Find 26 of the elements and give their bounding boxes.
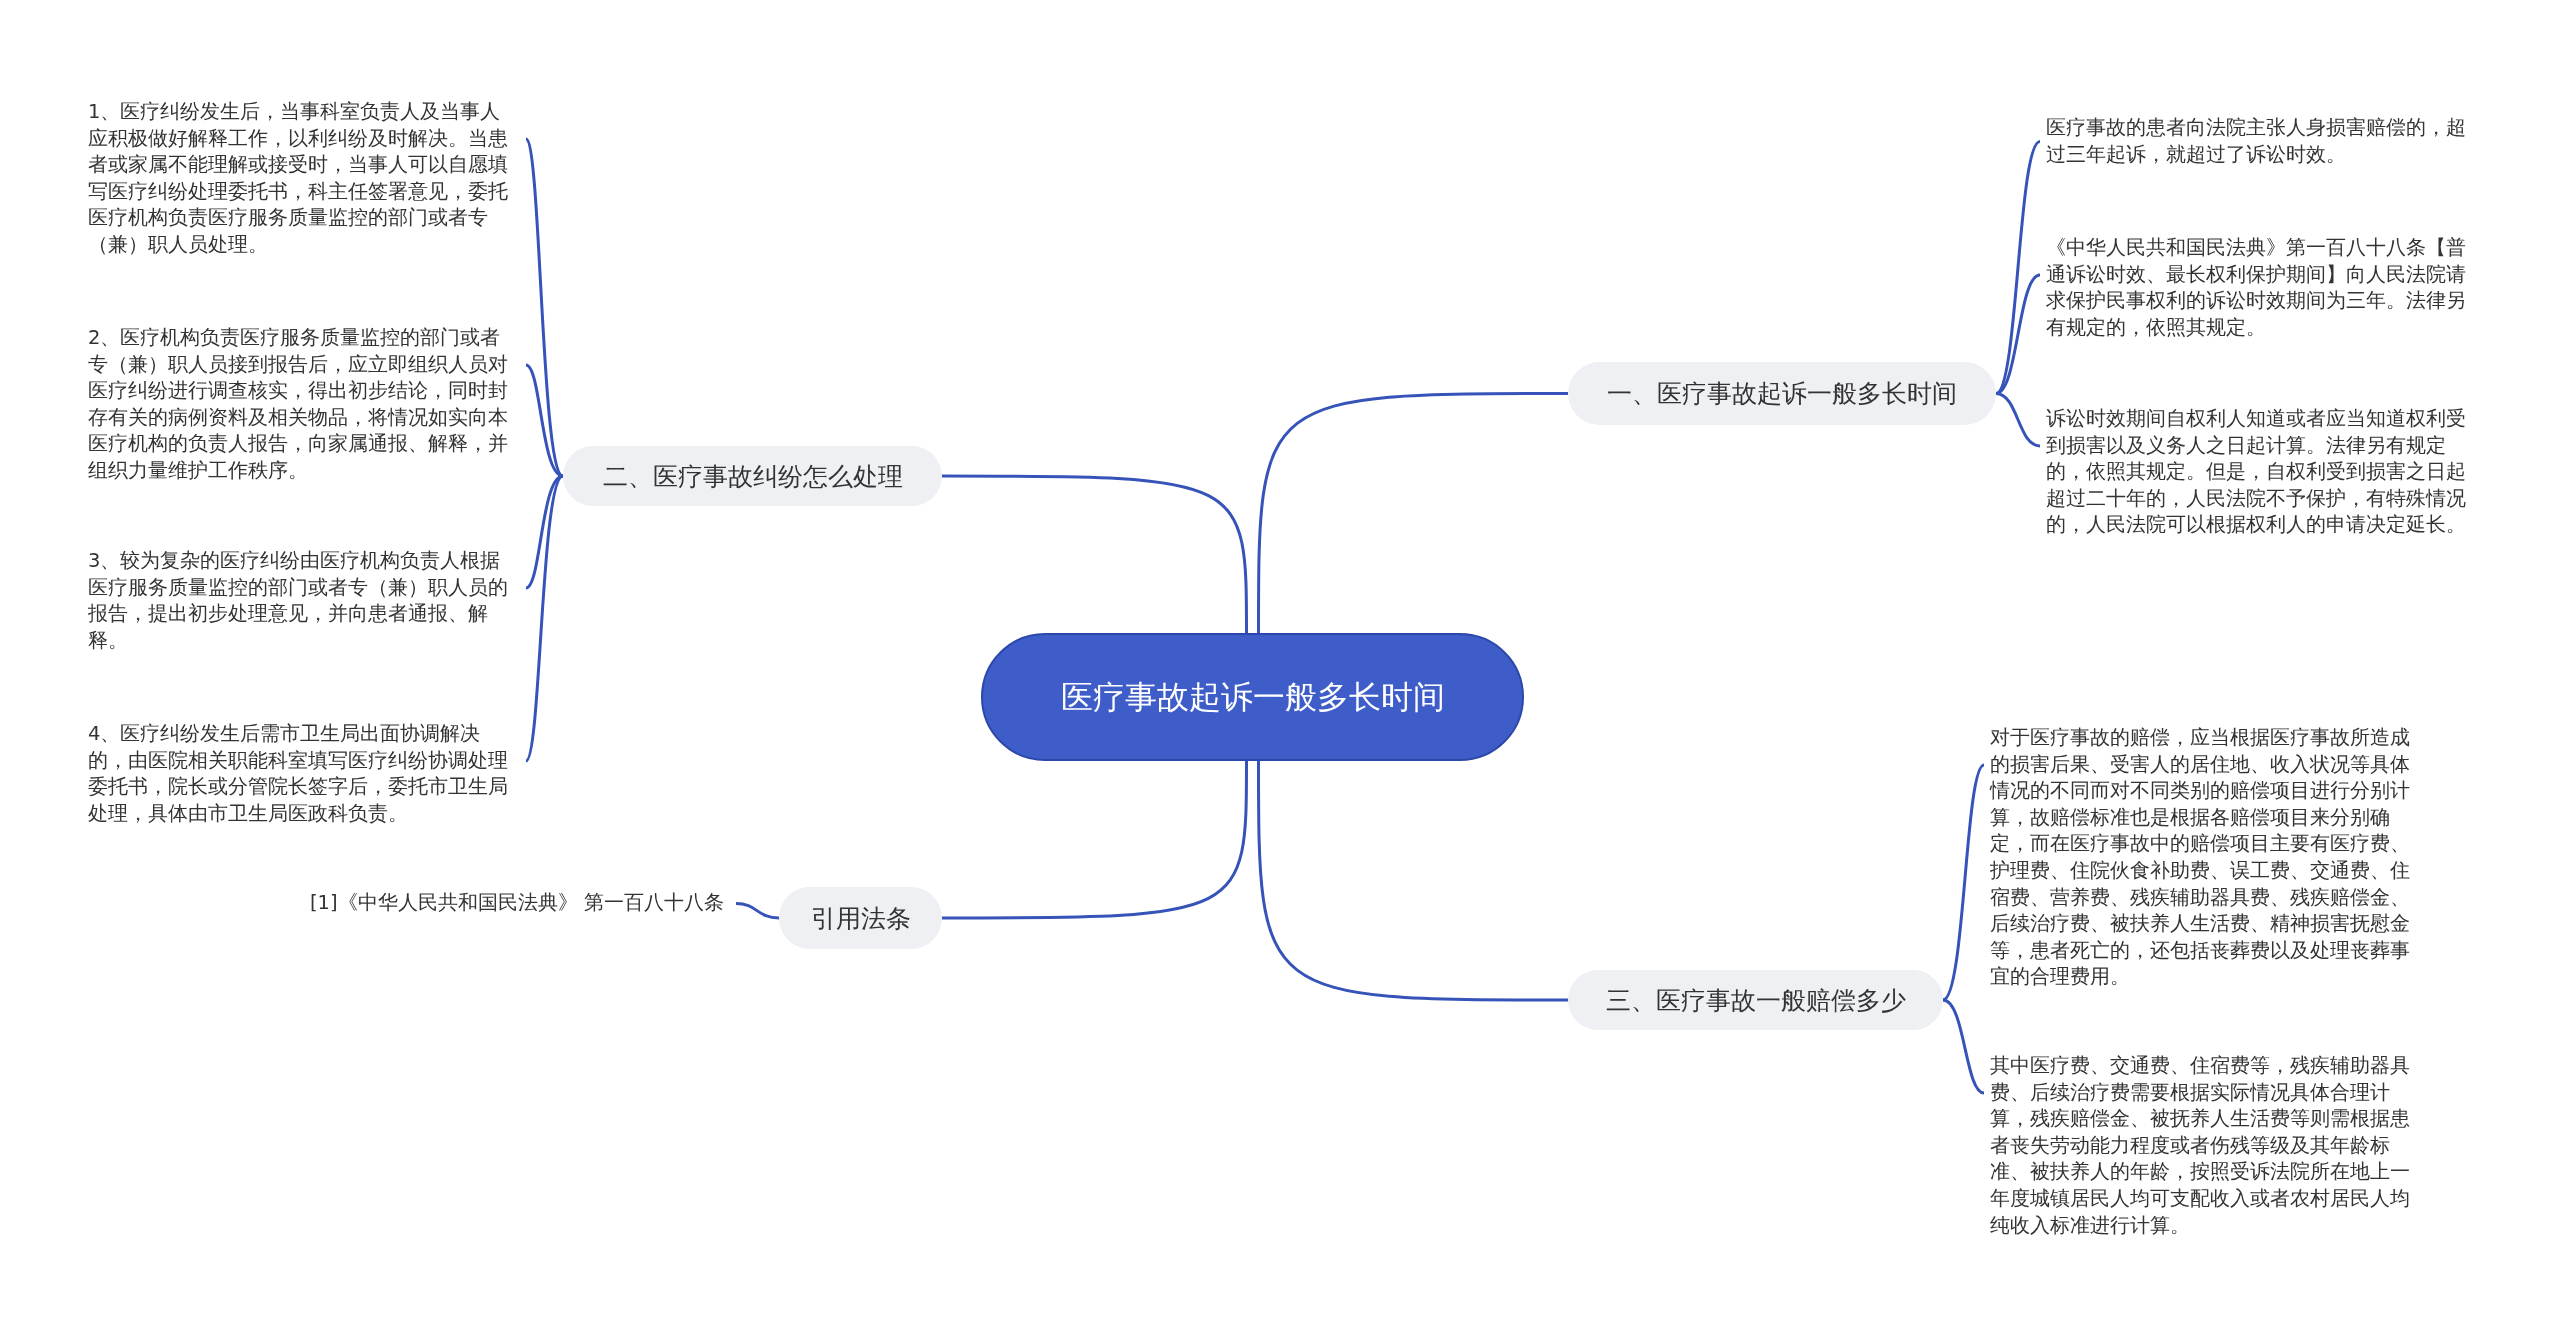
leaf-text: 4、医疗纠纷发生后需市卫生局出面协调解决的，由医院相关职能科室填写医疗纠纷协调处理委托书，院长或分管院长签字后，委托市卫生局处理，具体由市卫生局医政科负责。 xyxy=(88,721,520,828)
central-topic: 医疗事故起诉一般多长时间 xyxy=(981,633,1524,761)
connector-line xyxy=(1257,761,1568,1002)
connector-line xyxy=(1942,763,1986,1002)
connector-line xyxy=(735,902,780,920)
connector-line xyxy=(942,761,1248,920)
leaf-text: 3、较为复杂的医疗纠纷由医疗机构负责人根据医疗服务质量监控的部门或者专（兼）职人员的报告，提出初步处理意见，并向患者通报、解释。 xyxy=(88,548,520,655)
connector-line xyxy=(1942,998,1985,1095)
branch-topic: 二、医疗事故纠纷怎么处理 xyxy=(563,446,942,506)
leaf-text: 1、医疗纠纷发生后，当事科室负责人及当事人应积极做好解释工作，以利纠纷及时解决。当患者或家属不能理解或接受时，当事人可以自愿填写医疗纠纷处理委托书，科主任签署意见，委托医疗机构负责医疗服务质量监控的部门或者专（兼）职人员处理。 xyxy=(88,99,520,259)
leaf-text: [1]《中华人民共和国民法典》 第一百八十八条 xyxy=(310,890,730,917)
branch-topic: 一、医疗事故起诉一般多长时间 xyxy=(1568,362,1996,425)
connector-line xyxy=(1995,273,2041,395)
leaf-text: 诉讼时效期间自权利人知道或者应当知道权利受到损害以及义务人之日起计算。法律另有规定的，依照其规定。但是，自权利受到损害之日起超过二十年的，人民法院不予保护，有特殊情况的，人民法院可以根据权利人的申请决定延长。 xyxy=(2046,406,2476,539)
connector-line xyxy=(1995,392,2041,448)
connector-line xyxy=(942,474,1248,633)
connector-line xyxy=(1994,140,2042,395)
leaf-text: 2、医疗机构负责医疗服务质量监控的部门或者专（兼）职人员接到报告后，应立即组织人员对医疗纠纷进行调查核实，得出初步结论，同时封存有关的病例资料及相关物品，将情况如实向本医疗机构的负责人报告，向家属通报、解释，并组织力量维护工作秩序。 xyxy=(88,325,520,485)
branch-topic: 三、医疗事故一般赔偿多少 xyxy=(1568,970,1943,1030)
branch-topic: 引用法条 xyxy=(779,887,942,949)
leaf-text: 《中华人民共和国民法典》第一百八十八条【普通诉讼时效、最长权利保护期间】向人民法院请求保护民事权利的诉讼时效期间为三年。法律另有规定的，依照其规定。 xyxy=(2046,235,2476,342)
leaf-text: 医疗事故的患者向法院主张人身损害赔偿的，超过三年起诉，就超过了诉讼时效。 xyxy=(2046,115,2476,169)
connector-line xyxy=(524,475,565,762)
leaf-text: 对于医疗事故的赔偿，应当根据医疗事故所造成的损害后果、受害人的居住地、收入状况等具体情况的不同而对不同类别的赔偿项目进行分别计算，故赔偿标准也是根据各赔偿项目来分别确定，而在医疗事故中的赔偿项目主要有医疗费、护理费、住院伙食补助费、误工费、交通费、住宿费、营养费、残疾辅助器具费、残疾赔偿金、后续治疗费、被扶养人生活费、精神损害抚慰金等，患者死亡的，还包括丧葬费以及处理丧葬事宜的合理费用。 xyxy=(1990,725,2422,991)
leaf-text: 其中医疗费、交通费、住宿费等，残疾辅助器具费、后续治疗费需要根据实际情况具体合理计算，残疾赔偿金、被抚养人生活费等则需根据患者丧失劳动能力程度或者伤残等级及其年龄标准、被扶养人的年龄，按照受诉法院所在地上一年度城镇居民人均可支配收入或者农村居民人均纯收入标准进行计算。 xyxy=(1990,1053,2422,1240)
connector-line xyxy=(1257,392,1568,633)
